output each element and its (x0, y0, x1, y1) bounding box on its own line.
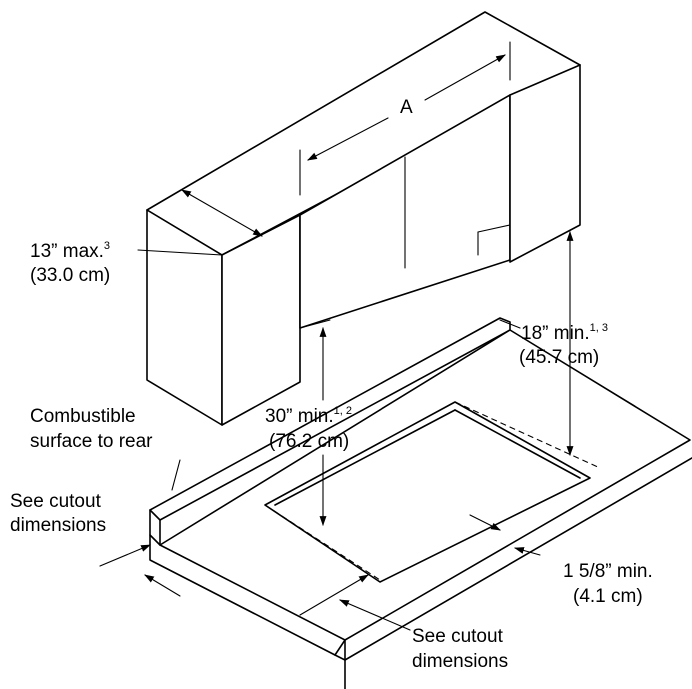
countertop (149, 317, 692, 689)
cutout-dimensions-left-label: See cutout (10, 491, 101, 512)
max-depth-metric-label: (33.0 cm) (30, 265, 111, 286)
edge-clearance-metric-label: (4.1 cm) (573, 586, 643, 607)
cutout-dimensions-left-label-line2: dimensions (10, 515, 107, 536)
edge-clearance-label: 1 5/8” min. (563, 561, 653, 582)
top-clearance-label: 30” min.1, 2 (265, 405, 352, 428)
dimension-a-line (299, 41, 511, 196)
dimension-13-max-line (137, 189, 263, 256)
combustible-surface-label: Combustible (30, 406, 136, 427)
top-clearance-metric-label: (76.2 cm) (269, 431, 350, 452)
combustible-surface-label-line2: surface to rear (30, 431, 153, 452)
max-depth-label: 13” max.3 (30, 240, 111, 263)
cutout-dimensions-bottom-label-line2: dimensions (412, 651, 509, 672)
side-clearance-metric-label: (45.7 cm) (519, 347, 600, 368)
side-clearance-label: 18” min.1, 3 (521, 322, 608, 345)
leader-lines (171, 319, 521, 491)
dimension-a-label: A (400, 97, 413, 118)
cutout-dimensions-bottom-label: See cutout (412, 626, 503, 647)
cutout-side-dimension-lines (99, 514, 541, 631)
